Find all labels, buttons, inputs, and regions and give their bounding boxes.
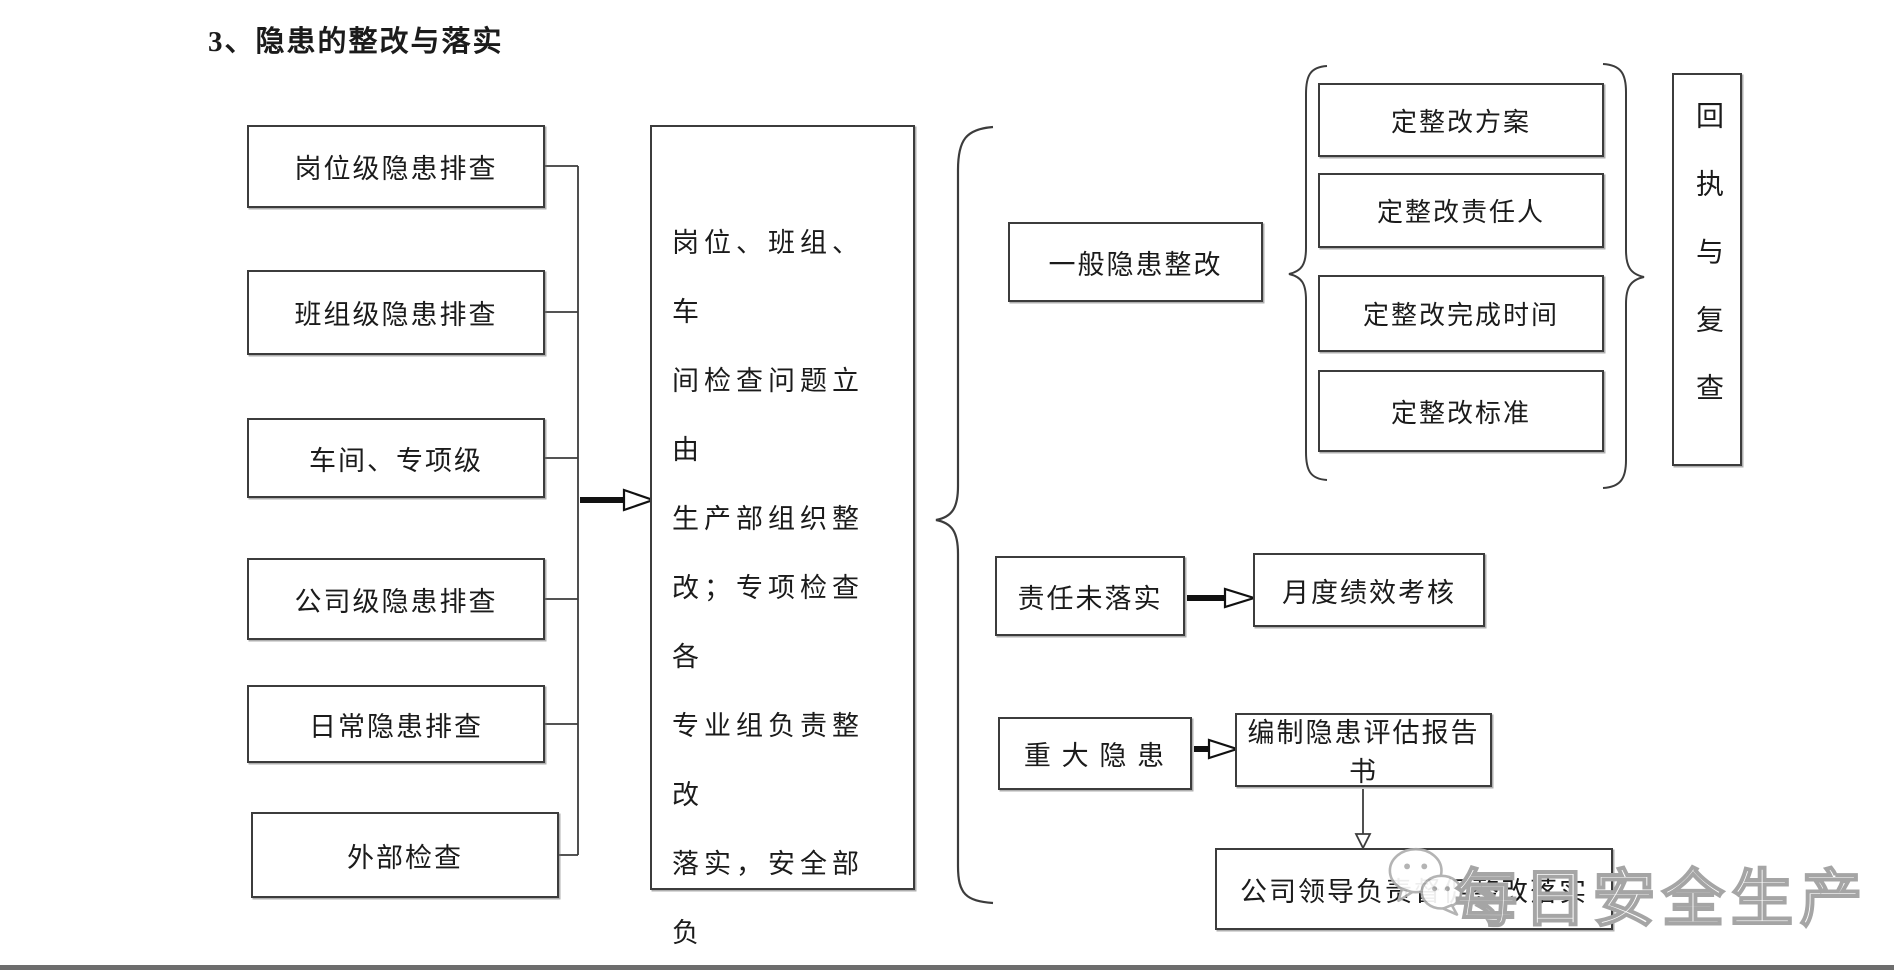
box-general-hazard-rectification: 一般隐患整改 — [1008, 222, 1263, 302]
watermark-text: 每日安全生产 — [1454, 865, 1870, 935]
source-collector-line — [545, 165, 579, 856]
box-rectification-organization: 岗位、班组、车 间检查问题立由 生产部组织整 改；专项检查各 专业组负责整改 落… — [650, 125, 915, 948]
box-step-completion-time: 定整改完成时间 — [1318, 275, 1604, 352]
box-major-hazard: 重 大 隐 患 — [998, 717, 1192, 790]
wechat-icon — [1388, 847, 1463, 916]
box-external-inspection: 外部检查 — [251, 812, 559, 898]
steps-right-brace — [1602, 63, 1645, 489]
box-monthly-performance-assessment: 月度绩效考核 — [1253, 553, 1485, 627]
big-brace — [935, 125, 994, 905]
arrow-sources-to-center — [580, 488, 657, 512]
box-responsibility-unfulfilled: 责任未落实 — [995, 556, 1185, 636]
box-workshop-special-level: 车间、专项级 — [247, 418, 545, 498]
box-receipt-and-review: 回执与复查 — [1672, 73, 1742, 466]
steps-left-brace — [1288, 65, 1328, 481]
box-step-responsible-person: 定整改责任人 — [1318, 173, 1604, 248]
watermark: 每日安全生产 — [1383, 838, 1863, 935]
box-step-standard: 定整改标准 — [1318, 370, 1604, 452]
box-company-level-check: 公司级隐患排查 — [247, 558, 545, 640]
box-post-level-check: 岗位级隐患排查 — [247, 125, 545, 208]
box-step-plan: 定整改方案 — [1318, 83, 1604, 157]
box-hazard-assessment-report: 编制隐患评估报告书 — [1235, 713, 1492, 787]
bottom-divider-line — [0, 965, 1894, 970]
box-daily-check: 日常隐患排查 — [247, 685, 545, 763]
arrow-major-to-report — [1194, 738, 1241, 760]
arrow-responsibility-to-monthly — [1187, 587, 1258, 609]
arrow-report-to-final — [1354, 789, 1372, 851]
box-team-level-check: 班组级隐患排查 — [247, 270, 545, 355]
page-title: 3、隐患的整改与落实 — [208, 26, 504, 58]
